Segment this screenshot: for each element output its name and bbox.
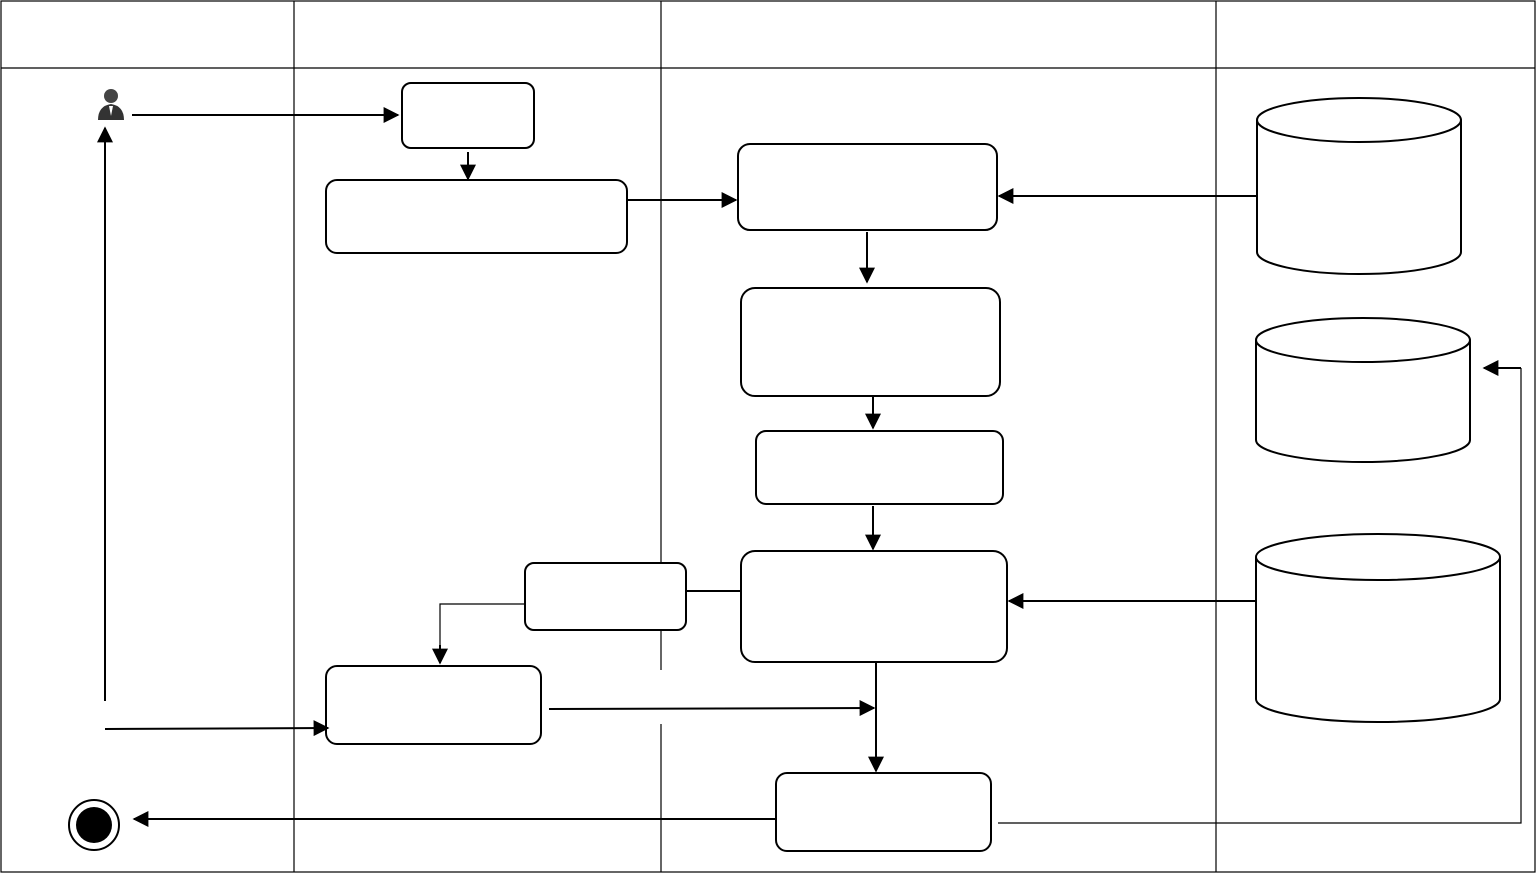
- edge-output-merge: [548, 700, 876, 717]
- database-top: [1256, 97, 1462, 275]
- validate-node: [740, 287, 1001, 397]
- small-node: [524, 562, 687, 631]
- request-node: [401, 82, 535, 149]
- generate-node: [740, 550, 1008, 663]
- final-node: [775, 772, 992, 852]
- end-state-icon: [68, 799, 120, 851]
- user-icon: [98, 89, 124, 120]
- edge-small-output: [439, 603, 524, 662]
- database-mid: [1255, 317, 1471, 463]
- edge-actor-output: [104, 720, 330, 737]
- process-node: [737, 143, 998, 231]
- output-node: [325, 665, 542, 745]
- compute-node: [755, 430, 1004, 505]
- form-node: [325, 179, 628, 254]
- edge-final-dbmid: [998, 368, 1522, 824]
- connectors: [97, 107, 1522, 827]
- database-bottom: [1255, 533, 1501, 723]
